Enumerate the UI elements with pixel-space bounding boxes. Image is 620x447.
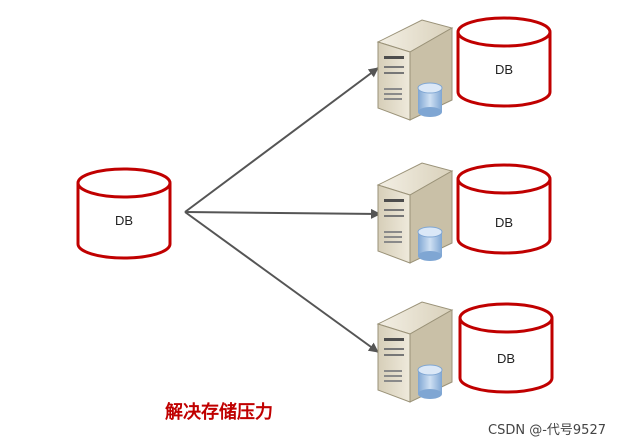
arrow-to-node-3 bbox=[184, 211, 379, 353]
server-node-1: DB bbox=[376, 16, 552, 121]
node-db-cylinder: DB bbox=[456, 163, 552, 255]
watermark: CSDN @-代号9527 bbox=[488, 423, 606, 438]
mini-db-icon bbox=[417, 82, 443, 117]
node-db-label: DB bbox=[495, 215, 513, 230]
node-db-label: DB bbox=[497, 351, 515, 366]
arrow-to-node-2 bbox=[184, 208, 381, 219]
node-db-cylinder: DB bbox=[458, 302, 554, 394]
node-db-cylinder: DB bbox=[456, 16, 552, 108]
source-db-label: DB bbox=[115, 213, 133, 228]
server-node-3: DB bbox=[376, 301, 554, 403]
source-db-cylinder: DB bbox=[76, 167, 172, 260]
node-db-label: DB bbox=[495, 62, 513, 77]
mini-db-icon bbox=[417, 364, 443, 399]
diagram-caption: 解决存储压力 bbox=[165, 401, 273, 423]
mini-db-icon bbox=[417, 226, 443, 261]
server-node-2: DB bbox=[376, 162, 552, 264]
arrows bbox=[184, 67, 381, 353]
arrow-to-node-1 bbox=[184, 67, 379, 213]
